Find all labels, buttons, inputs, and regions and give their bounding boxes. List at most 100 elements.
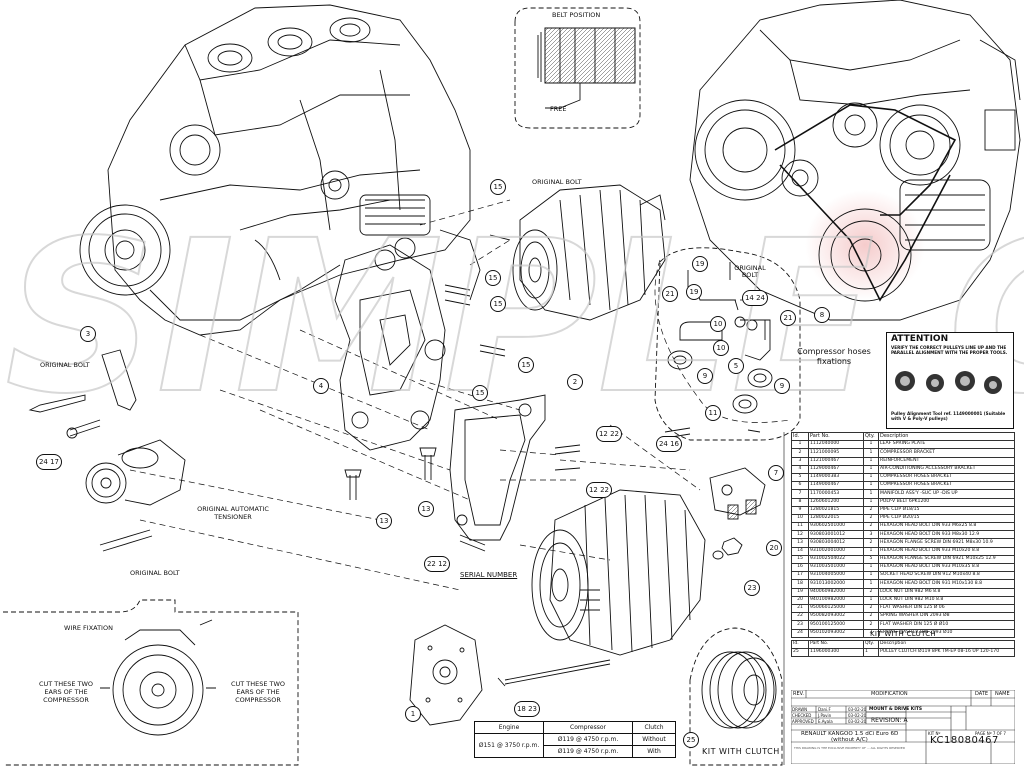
- parts-cell-qty: 1: [863, 497, 879, 507]
- parts-cell-qty: 1: [863, 595, 879, 605]
- manifold: [709, 467, 766, 520]
- callout-10-a: 10: [713, 340, 729, 356]
- callout-21-b: 21: [780, 310, 796, 326]
- parts-cell-id: 4: [791, 464, 809, 474]
- original-bolt-bottom-label: ORIGINAL BOLT: [130, 569, 180, 577]
- parts-cell-part-no: 1280022015: [808, 513, 864, 524]
- wire-fixation-label: WIRE FIXATION: [64, 624, 113, 632]
- tb-approved: APPROVED: [792, 719, 814, 724]
- eng-cell-compressor: Ø119 @ 4750 r.p.m.: [543, 745, 633, 758]
- callout-19-b: 19: [686, 284, 702, 300]
- parts-cell-description: HEXAGON HEAD BOLT DIN 933 M10x35 8.8: [878, 562, 1015, 573]
- parts-cell-part-no: 1112040000: [808, 440, 864, 450]
- parts-cell-qty: 1: [863, 562, 879, 573]
- header-id: Id.: [791, 431, 809, 442]
- parts-cell-description: HEXAGON HEAD BOLT DIN 931 M10x130 8.8: [878, 579, 1015, 589]
- callout-10-b: 10: [710, 316, 726, 332]
- parts-cell-description: HEXAGON HEAD BOLT DIN 933 M6x25 8.8: [878, 522, 1015, 532]
- parts-cell-id: 10: [791, 513, 809, 524]
- tb-name: NAME: [995, 691, 1010, 697]
- tb-checked-date: 03-02-20: [848, 713, 867, 718]
- parts-cell-id: 13: [791, 538, 809, 548]
- tb-kit-type: MOUNT & DRIVE KITS: [869, 707, 923, 712]
- parts-cell-part-no: 950082093002: [808, 612, 864, 622]
- compressor-hoses-label: Compressor hoses fixations: [797, 347, 871, 366]
- tb-approved-by: E.Ayala: [818, 719, 833, 724]
- callout-2: 2: [567, 374, 583, 390]
- callout-4: 4: [313, 378, 329, 394]
- kit-cell-part-no: 1196000300: [808, 648, 864, 657]
- serial-number-label: SERIAL NUMBER: [460, 571, 518, 579]
- eng-cell-clutch: With: [632, 745, 676, 758]
- parts-cell-description: PIPE CLIP Ø18/15: [878, 505, 1015, 515]
- parts-cell-part-no: 1149000467: [808, 481, 864, 491]
- callout-9-b: 9: [774, 378, 790, 394]
- tb-drawn-by: Dani.F: [818, 707, 831, 712]
- header-qty: Qty.: [863, 431, 879, 442]
- header-description: Description: [878, 431, 1015, 442]
- title-block-grid: [791, 690, 1015, 764]
- parts-cell-part-no: 1129000467: [808, 464, 864, 474]
- tb-checked: CHECKED: [792, 713, 812, 718]
- callout-9-a: 9: [697, 368, 713, 384]
- belt-position-label: BELT POSITION: [552, 11, 601, 19]
- callout-13-a: 13: [376, 513, 392, 529]
- parts-cell-id: 23: [791, 620, 809, 630]
- kit-table-header: Id. Part No. Qty. Description: [791, 640, 1015, 649]
- eng-cell-engine: Ø151 @ 3750 r.p.m.: [474, 733, 544, 758]
- tb-checked-by: J.Pavin: [818, 713, 832, 718]
- callout-19-a: 19: [692, 256, 708, 272]
- parts-cell-qty: 2: [863, 522, 879, 532]
- tensioner-label: ORIGINAL AUTOMATIC TENSIONER: [197, 505, 269, 521]
- callout-15-d: 15: [518, 357, 534, 373]
- parts-table-header: Id. Part No. Qty. Description: [791, 431, 1015, 442]
- parts-cell-part-no: 1170000453: [808, 489, 864, 499]
- engine-compressor-table: Engine Compressor Clutch Ø151 @ 3750 r.p…: [474, 721, 676, 758]
- parts-cell-id: 17: [791, 571, 809, 581]
- tb-kit-no-label: KIT Nº: [928, 731, 941, 736]
- parts-cell-part-no: 930803004012: [808, 538, 864, 548]
- callout-15-c: 15: [490, 296, 506, 312]
- tb-vehicle: RENAULT KANGOO 1.5 dCi Euro 6D: [801, 731, 899, 737]
- parts-cell-id: 1: [791, 440, 809, 450]
- clutch-pulley-view: [689, 627, 783, 766]
- compressor: [531, 489, 706, 656]
- kit-cell-qty: 1: [863, 648, 879, 657]
- callout-13-b: 13: [418, 501, 434, 517]
- callout-25: 25: [683, 732, 699, 748]
- long-bolt: [497, 659, 611, 687]
- tb-page: PAGE Nº 7 OF 7: [975, 731, 1006, 736]
- callout-23: 23: [744, 580, 760, 596]
- parts-cell-qty: 1: [863, 456, 879, 466]
- callout-7: 7: [768, 465, 784, 481]
- parts-cell-part-no: 931003501000: [808, 562, 864, 573]
- parts-cell-description: POLY-V BELT 6PK1200: [878, 497, 1015, 507]
- parts-cell-part-no: 950060125000: [808, 603, 864, 614]
- callout-12-22-a: 12 22: [596, 426, 622, 442]
- parts-cell-description: LOCK NUT DIN 982 M6 8.8: [878, 587, 1015, 597]
- parts-cell-part-no: 1121000467: [808, 456, 864, 466]
- parts-cell-qty: 3: [863, 530, 879, 540]
- callout-15-e: 15: [472, 385, 488, 401]
- tb-drawn: DRAWN: [792, 707, 808, 712]
- eng-header-clutch: Clutch: [632, 721, 676, 734]
- assembly-lines: [129, 199, 791, 591]
- parts-cell-id: 9: [791, 505, 809, 515]
- free-label: FREE: [550, 105, 567, 113]
- table-row: Ø119 @ 4750 r.p.m. With: [475, 745, 676, 758]
- alternator: [512, 184, 666, 321]
- parts-cell-description: PIPE CLIP Ø20/15: [878, 513, 1015, 524]
- parts-cell-description: AIR-CONDITIONING ACCESSORY BRACKET: [878, 464, 1015, 474]
